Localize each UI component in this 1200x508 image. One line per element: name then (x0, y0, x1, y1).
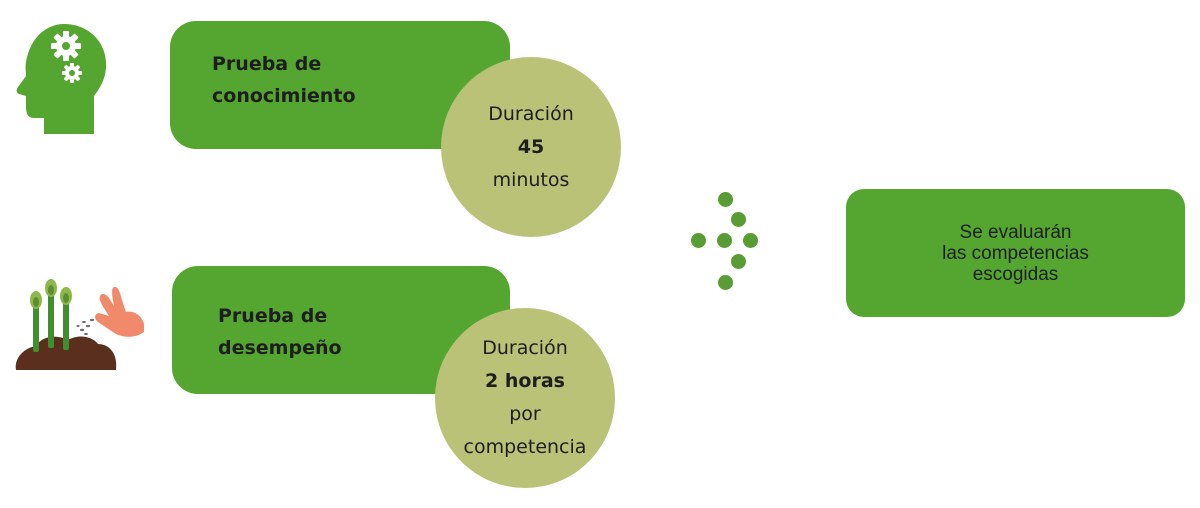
performance-duration-circle: Duración 2 horas por competencia (435, 308, 615, 488)
duration-unit: competencia (463, 436, 587, 458)
performance-test-title: Prueba de desempeño (218, 300, 342, 364)
result-line: Se evaluarán (959, 221, 1072, 243)
arrow-dot (731, 212, 746, 227)
result-box: Se evaluarán las competencias escogidas (846, 189, 1185, 317)
duration-value: 45 (517, 135, 545, 158)
arrow-dot (718, 192, 733, 207)
result-line: escogidas (972, 263, 1059, 285)
knowledge-test-title: Prueba de conocimiento (212, 48, 356, 112)
head-with-gears-icon (16, 24, 107, 134)
arrow-dot (691, 233, 706, 248)
title-line: Prueba de (212, 53, 322, 75)
duration-unit: por (509, 403, 541, 425)
arrow-dot (718, 275, 733, 290)
arrow-dot (743, 233, 758, 248)
hand-sowing-seeds-icon (15, 279, 144, 370)
title-line: Prueba de (218, 305, 328, 327)
duration-label: Duración (482, 337, 568, 359)
duration-value: 2 horas (485, 370, 565, 392)
arrow-dot (731, 254, 746, 269)
title-line: conocimiento (212, 85, 356, 107)
title-line: desempeño (218, 337, 342, 359)
knowledge-duration-circle: Duración 45 minutos (441, 57, 621, 237)
duration-unit: minutos (492, 168, 570, 191)
arrow-dot (717, 233, 732, 248)
result-line: las competencias (942, 242, 1089, 264)
duration-label: Duración (488, 102, 574, 125)
